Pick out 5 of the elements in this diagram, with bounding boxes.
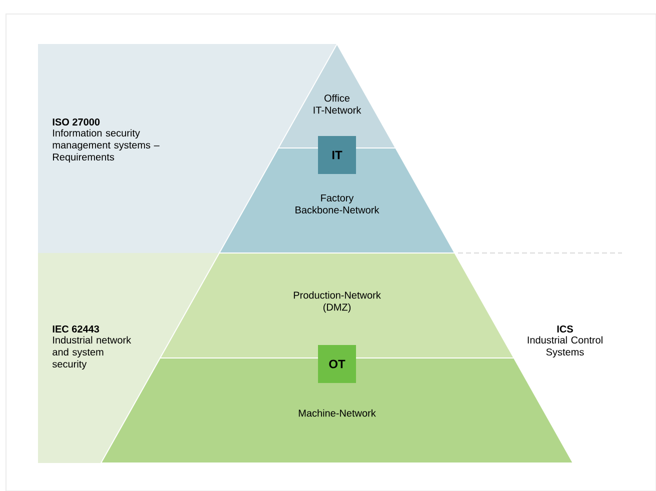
layer-badge: OT	[318, 345, 356, 383]
heading-label: ICS	[557, 325, 573, 333]
standard-panel: IEC 62443 Industrial network and system security	[38, 253, 220, 463]
layer-badge: IT	[318, 136, 356, 174]
description-label: Industrial Control Systems	[528, 336, 602, 358]
